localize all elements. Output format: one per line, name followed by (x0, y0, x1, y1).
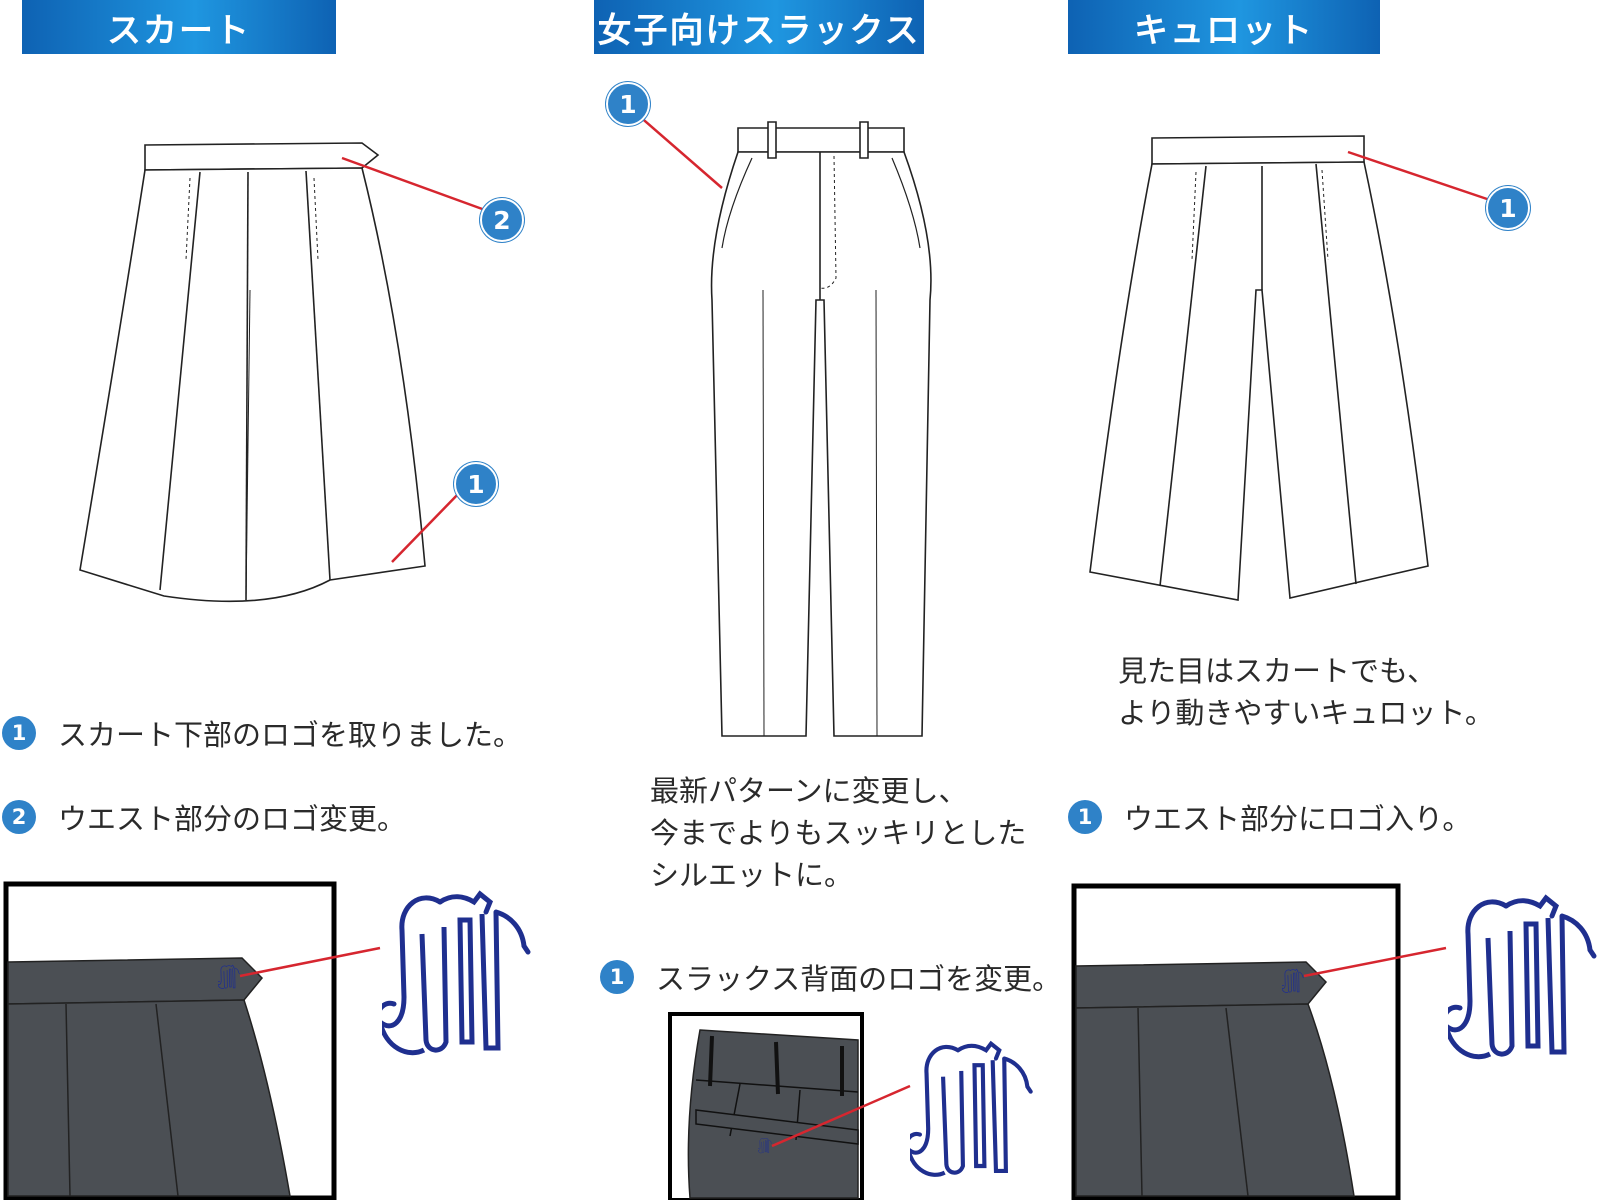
skirt-drawing (79, 142, 426, 603)
culottes-leader-1 (1347, 150, 1491, 202)
note-text: ウエスト部分にロゴ入り。 (1124, 802, 1472, 836)
slacks-logo-icon (907, 1044, 1031, 1175)
header-culottes: キュロット (1068, 0, 1380, 54)
slacks-body (710, 151, 932, 737)
header-slacks: 女子向けスラックス (594, 0, 924, 54)
description-line: 最新パターンに変更し、 (650, 774, 968, 808)
skirt-detail-box (3, 881, 337, 1200)
description-line: より動きやすいキュロット。 (1118, 696, 1494, 730)
culottes-logo-icon (1444, 898, 1594, 1057)
skirt-detail-leader (239, 946, 381, 978)
slacks-waistband (737, 127, 905, 153)
note-number-badge: 1 (600, 960, 634, 994)
culottes-marker-1: 1 (1486, 186, 1530, 230)
note-number-badge: 1 (1068, 800, 1102, 834)
culottes-detail-leader (1303, 946, 1447, 978)
culottes-body (1089, 161, 1429, 601)
note-number-badge: 1 (2, 716, 36, 750)
skirt-waistband (144, 142, 380, 171)
skirt-leader-1 (391, 489, 463, 563)
description-line: 今までよりもスッキリとした (650, 816, 1027, 850)
skirt-leader-2 (341, 156, 486, 212)
slacks-drawing (710, 121, 932, 737)
slacks-marker-1: 1 (606, 82, 650, 126)
note-text: スラックス背面のロゴを変更。 (656, 962, 1062, 996)
culottes-note-1: 1 ウエスト部分にロゴ入り。 (1068, 796, 1471, 838)
skirt-marker-1: 1 (454, 462, 498, 506)
slacks-description: 最新パターンに変更し、 今までよりもスッキリとした シルエットに。 (650, 770, 1026, 896)
skirt-body (79, 167, 426, 603)
skirt-note-2: 2 ウエスト部分のロゴ変更。 (2, 796, 406, 838)
culottes-description: 見た目はスカートでも、 より動きやすいキュロット。 (1118, 650, 1494, 734)
slacks-detail-box (668, 1012, 864, 1200)
slacks-leader-1 (629, 107, 723, 189)
note-text: ウエスト部分のロゴ変更。 (58, 802, 407, 836)
slacks-detail-leader (771, 1084, 911, 1148)
slacks-note-1: 1 スラックス背面のロゴを変更。 (600, 956, 1061, 998)
culottes-drawing (1089, 135, 1429, 601)
description-line: 見た目はスカートでも、 (1118, 654, 1437, 688)
note-number-badge: 2 (2, 800, 36, 834)
skirt-note-1: 1 スカート下部のロゴを取りました。 (2, 712, 522, 754)
description-line: シルエットに。 (650, 858, 854, 892)
skirt-logo-icon (378, 894, 528, 1053)
note-text: スカート下部のロゴを取りました。 (58, 718, 523, 752)
culottes-detail-box (1071, 883, 1401, 1200)
culottes-waistband (1151, 135, 1365, 165)
skirt-marker-2: 2 (480, 198, 524, 242)
header-skirt: スカート (22, 0, 336, 54)
